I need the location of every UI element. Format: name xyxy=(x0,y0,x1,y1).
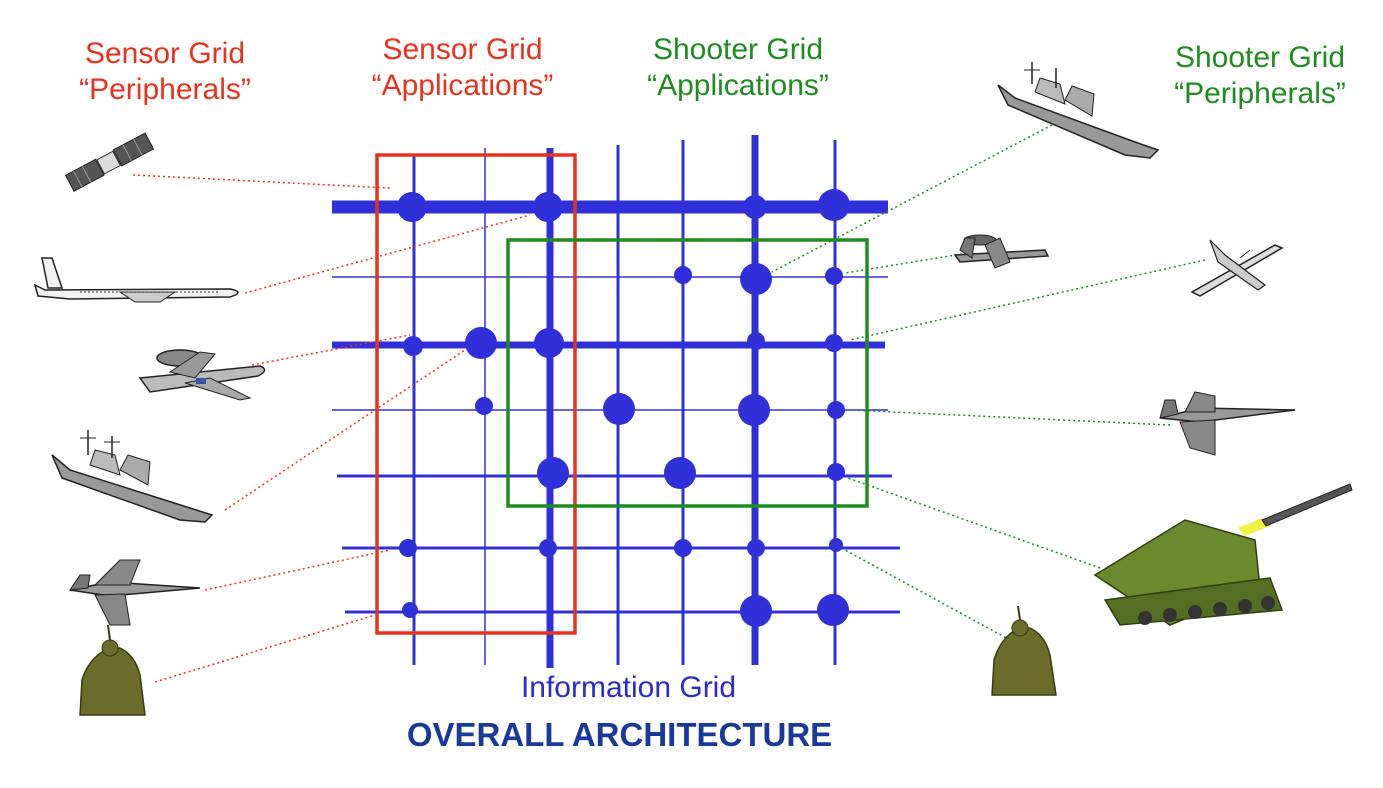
label-line: “Peripherals” xyxy=(1174,77,1346,110)
overall-architecture-title: OVERALL ARCHITECTURE xyxy=(406,716,833,753)
connector-line xyxy=(844,549,1011,641)
label-line: “Peripherals” xyxy=(79,73,251,106)
connector-line xyxy=(204,549,391,591)
connector-line xyxy=(844,253,963,274)
grid-node xyxy=(537,457,569,489)
grid-node xyxy=(603,393,635,425)
grid-node xyxy=(738,394,770,426)
grid-node xyxy=(674,539,692,557)
shooter-connectors xyxy=(771,124,1206,641)
awacs-aircraft-icon xyxy=(138,349,266,401)
grid-node xyxy=(534,328,564,358)
label-line: Shooter Grid xyxy=(1174,41,1346,74)
soldier-icon xyxy=(991,605,1057,696)
label-line: “Applications” xyxy=(647,69,829,102)
grid-node xyxy=(397,192,427,222)
grid-node xyxy=(465,327,497,359)
connector-line xyxy=(251,334,411,366)
satellite-icon xyxy=(64,132,155,192)
grid-node xyxy=(827,401,845,419)
grid-node xyxy=(674,266,692,284)
connector-line xyxy=(224,349,466,511)
label-line: “Applications” xyxy=(371,69,554,102)
connector-line xyxy=(847,477,1101,569)
connector-line xyxy=(849,409,1171,426)
shooter-grid-peripherals-label: Shooter Grid “Peripherals” xyxy=(1140,40,1380,112)
shooter-grid-applications-label: Shooter Grid “Applications” xyxy=(618,32,858,104)
connector-line xyxy=(771,124,1053,273)
grid-node xyxy=(403,336,423,356)
connector-line xyxy=(244,214,531,294)
tanker-aircraft-icon xyxy=(33,257,239,303)
connector-line xyxy=(849,259,1206,341)
rocket-launcher-icon xyxy=(1093,483,1353,626)
grid-node xyxy=(743,195,767,219)
grid-node xyxy=(827,463,845,481)
connector-line xyxy=(154,614,376,683)
grid-node xyxy=(664,457,696,489)
grid-node xyxy=(829,538,843,552)
information-grid-label: Information Grid xyxy=(520,671,737,704)
grid-node xyxy=(817,594,849,626)
fighter-jet-icon xyxy=(1159,391,1296,456)
grid-node xyxy=(825,334,843,352)
grid-node xyxy=(740,595,772,627)
grid-node xyxy=(818,189,850,221)
sensor-grid-applications-label: Sensor Grid “Applications” xyxy=(345,32,580,104)
grid-node xyxy=(539,539,557,557)
grid-node xyxy=(402,602,418,618)
fighter-jet-icon xyxy=(68,559,201,626)
warship-icon xyxy=(997,62,1160,159)
grid-node xyxy=(740,263,772,295)
soldier-icon xyxy=(79,624,146,716)
warship-icon xyxy=(51,430,214,523)
grid-node xyxy=(747,332,765,350)
grid-node xyxy=(747,539,765,557)
label-line: Sensor Grid xyxy=(382,33,543,66)
grid-node xyxy=(475,397,493,415)
connector-line xyxy=(132,174,391,189)
grid-node xyxy=(399,539,417,557)
sensor-connectors xyxy=(132,174,531,683)
attack-aircraft-icon xyxy=(1190,239,1284,297)
shooter-applications-box xyxy=(506,238,869,508)
label-line: Sensor Grid xyxy=(84,37,246,70)
hawkeye-aircraft-icon xyxy=(953,234,1050,269)
label-line: Shooter Grid xyxy=(652,33,824,66)
sensor-grid-peripherals-label: Sensor Grid “Peripherals” xyxy=(55,36,275,108)
sensor-applications-box xyxy=(375,153,577,635)
grid-nodes xyxy=(397,189,850,627)
grid-node xyxy=(533,192,563,222)
grid-node xyxy=(825,267,843,285)
